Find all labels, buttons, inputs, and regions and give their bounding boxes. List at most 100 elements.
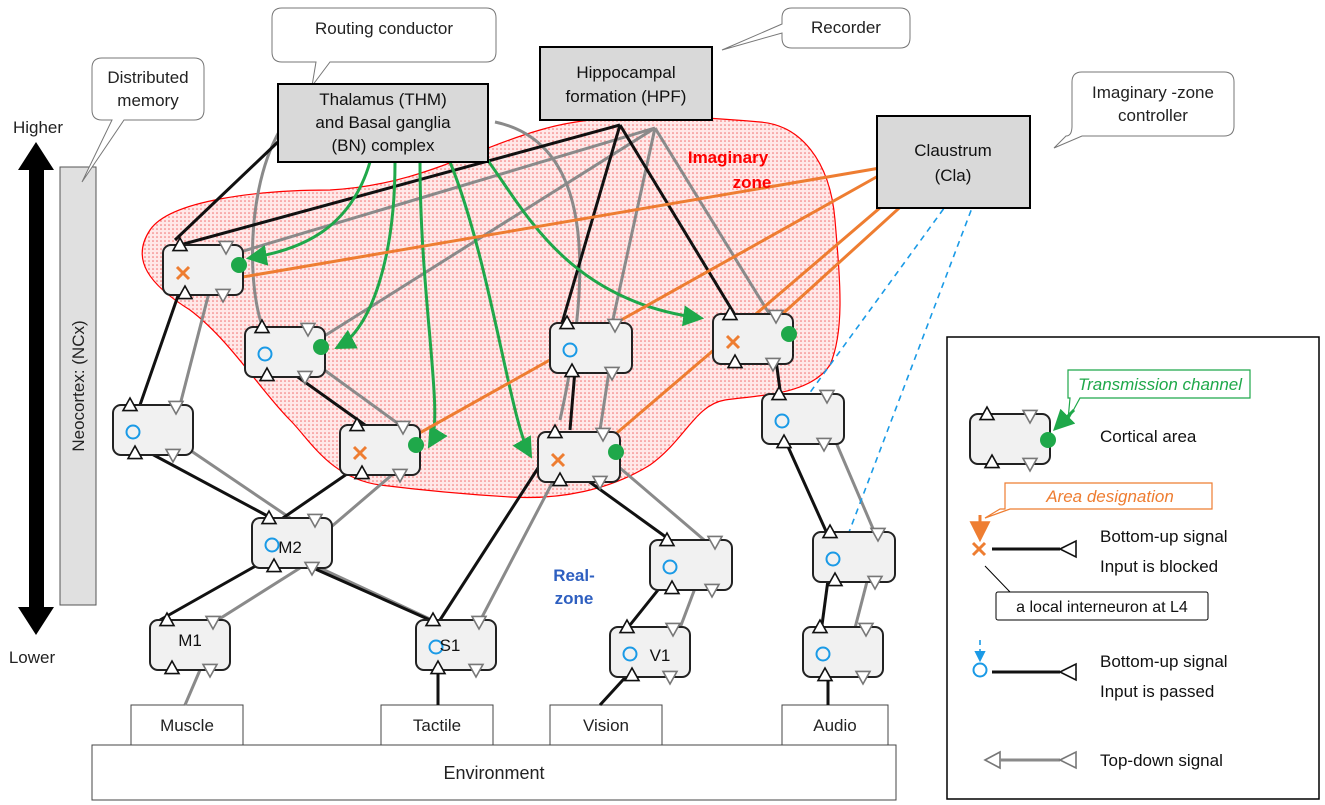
triangle-down-marker	[167, 400, 185, 416]
triangle-up-marker	[663, 579, 681, 595]
triangle-down-marker	[767, 309, 785, 325]
triangle-down-marker	[764, 357, 782, 373]
triangle-down-marker	[703, 583, 721, 599]
cortical-area-block	[712, 305, 797, 373]
triangle-up-marker	[721, 305, 739, 321]
audio-input-box	[781, 704, 889, 746]
triangle-up-marker	[158, 611, 176, 627]
triangle-up-marker	[429, 659, 447, 675]
cortical-area-box	[149, 619, 231, 671]
triangle-down-marker	[306, 513, 324, 529]
triangle-up-marker	[983, 453, 1001, 469]
triangle-up-marker	[826, 571, 844, 587]
cortical-area-block	[112, 396, 194, 464]
higher-label: Higher	[13, 118, 63, 137]
memory-label-1: Distributed	[107, 68, 188, 87]
triangle-up-marker	[816, 666, 834, 682]
triangle-down-marker	[606, 318, 624, 334]
triangle-down-marker	[818, 389, 836, 405]
cortical-area-block	[537, 423, 624, 491]
cortical-area-box	[549, 322, 633, 374]
triangle-down-marker	[204, 615, 222, 631]
triangle-up-marker	[563, 362, 581, 378]
cortical-area-block	[339, 416, 424, 484]
cortical-area-block	[649, 531, 733, 599]
cortical-area-box	[537, 431, 621, 483]
cortical-area-block	[244, 318, 329, 386]
triangle-up-marker	[176, 284, 194, 300]
memory-label-2: memory	[117, 91, 179, 110]
tactile-input-box	[380, 704, 494, 746]
callout-memory	[81, 57, 205, 183]
cortical-areas	[112, 236, 896, 686]
muscle-input-box	[130, 704, 244, 746]
thalamus-box	[277, 83, 489, 163]
triangle-up-marker	[658, 531, 676, 547]
triangle-down-marker	[296, 370, 314, 386]
triangle-up-marker	[775, 433, 793, 449]
transmission-dot	[313, 339, 329, 355]
environment-box	[91, 744, 897, 801]
triangle-up-marker	[623, 666, 641, 682]
imaginary-zone-label-2: zone	[733, 173, 772, 192]
legend-blocked-triangle	[1058, 539, 1077, 559]
cortical-area-block	[549, 314, 633, 382]
cortical-area-box	[112, 404, 194, 456]
triangle-up-marker	[126, 444, 144, 460]
triangle-up-marker	[558, 314, 576, 330]
triangle-up-marker	[260, 509, 278, 525]
legend-topdown-tri-right	[1058, 750, 1077, 770]
legend-passed-line1: Bottom-up signal	[1100, 652, 1228, 671]
callout-routing	[271, 7, 497, 87]
triangle-down-marker	[603, 366, 621, 382]
triangle-down-marker	[391, 468, 409, 484]
thalamus-label-1: Thalamus (THM)	[319, 90, 447, 109]
triangle-down-marker	[467, 663, 485, 679]
blocked-x-marker	[352, 445, 368, 461]
imaginary-zone-label-1: Imaginary	[688, 148, 769, 167]
cortical-area-box	[649, 539, 733, 591]
legend-passed-triangle	[1058, 662, 1077, 682]
passed-circle-marker	[257, 346, 273, 362]
passed-circle-marker	[815, 646, 831, 662]
legend-cortical-area-box	[969, 413, 1051, 465]
triangle-up-marker	[265, 557, 283, 573]
callout-controller	[1053, 71, 1235, 149]
passed-circle-marker	[774, 413, 790, 429]
triangle-down-marker	[394, 420, 412, 436]
hpf-box	[539, 46, 713, 121]
passed-circle-marker	[125, 424, 141, 440]
blocked-x-marker	[971, 541, 987, 557]
passed-circle-marker	[428, 639, 444, 655]
triangle-down-marker	[591, 475, 609, 491]
higher-lower-arrow	[18, 142, 54, 635]
cortical-area-block	[149, 611, 231, 679]
m1-label: M1	[178, 631, 202, 650]
environment-label: Environment	[443, 763, 544, 783]
triangle-up-marker	[770, 385, 788, 401]
claustrum-label-2: (Cla)	[935, 166, 972, 185]
passed-circle-marker	[825, 551, 841, 567]
triangle-up-marker	[253, 318, 271, 334]
triangle-down-marker	[866, 575, 884, 591]
cortical-area-block	[251, 509, 333, 577]
passed-circle-marker	[264, 537, 280, 553]
cortical-area-box	[339, 424, 421, 476]
triangle-up-marker	[121, 396, 139, 412]
s1-label: S1	[440, 636, 461, 655]
triangle-down-marker	[470, 615, 488, 631]
cortical-area-block	[162, 236, 247, 304]
audio-label: Audio	[813, 716, 856, 735]
interneuron-callout	[995, 591, 1209, 621]
m2-label: M2	[278, 538, 302, 557]
cortical-area-block	[415, 611, 497, 679]
triangle-down-marker	[201, 663, 219, 679]
legend-area-designation: Area designation	[1045, 487, 1174, 506]
triangle-down-marker	[1021, 457, 1039, 473]
callout-recorder	[721, 7, 911, 51]
triangle-down-marker	[815, 437, 833, 453]
triangle-down-marker	[664, 622, 682, 638]
passed-circle-marker	[622, 646, 638, 662]
triangle-down-marker	[869, 527, 887, 543]
blue-dashed-lines	[788, 199, 976, 551]
